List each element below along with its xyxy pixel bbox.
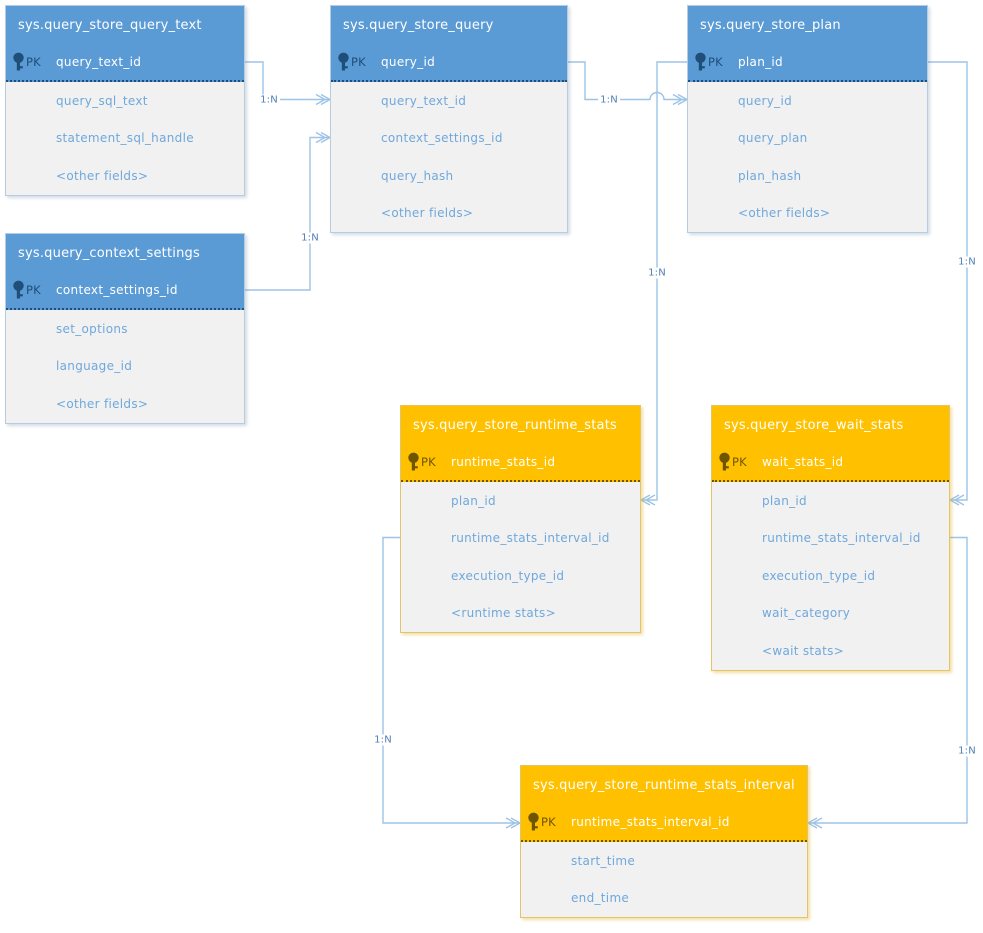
connector-line-q_p: [568, 61, 687, 101]
pk-row-context_settings: PK context_settings_id: [6, 272, 244, 310]
field-row: <runtime stats>: [451, 606, 556, 621]
pk-label: PK: [26, 55, 41, 69]
pk-label: PK: [732, 455, 747, 469]
pk-field-name: context_settings_id: [56, 283, 178, 297]
field-row: statement_sql_handle: [56, 131, 194, 146]
connector-line-qt_q: [245, 61, 330, 101]
field-row: context_settings_id: [381, 131, 503, 146]
connector-arrow-icon: [953, 494, 965, 506]
connector-line-cs_q: [245, 136, 330, 291]
pk-label: PK: [541, 815, 556, 829]
field-row: execution_type_id: [451, 568, 565, 583]
connector-line-p_rs: [641, 61, 687, 501]
table-title-context_settings: sys.query_context_settings: [6, 234, 244, 272]
field-row: <other fields>: [56, 396, 149, 411]
relationship-cardinality-label-rs_i: 1:N: [372, 734, 394, 746]
table-title-query_text: sys.query_store_query_text: [6, 6, 244, 44]
relationship-cardinality-label-p_rs: 1:N: [646, 267, 668, 279]
field-row: start_time: [571, 853, 636, 868]
table-title-runtime_stats: sys.query_store_runtime_stats: [401, 406, 640, 444]
pk-label: PK: [351, 55, 366, 69]
connector-arrow-icon: [505, 817, 517, 829]
field-row: wait_category: [762, 606, 851, 621]
primary-key-icon: PK: [527, 812, 556, 832]
field-row: query_hash: [381, 168, 454, 183]
pk-label: PK: [26, 283, 41, 297]
primary-key-icon: PK: [718, 452, 747, 472]
relationship-cardinality-label-q_p: 1:N: [598, 94, 620, 105]
field-row: plan_id: [451, 493, 496, 508]
pk-label: PK: [708, 55, 723, 69]
field-row: query_plan: [738, 131, 808, 146]
table-title-interval: sys.query_store_runtime_stats_interval: [521, 766, 807, 804]
field-row: execution_type_id: [762, 568, 876, 583]
connector-arrow-icon: [639, 494, 651, 506]
primary-key-icon: PK: [407, 452, 436, 472]
field-row: language_id: [56, 359, 133, 374]
primary-key-icon: PK: [12, 52, 41, 72]
relationship-cardinality-label-ws_i: 1:N: [956, 745, 978, 757]
table-title-plan: sys.query_store_plan: [688, 6, 927, 44]
primary-key-icon: PK: [12, 280, 41, 300]
field-row: query_sql_text: [56, 93, 148, 108]
pk-row-query: PK query_id: [331, 44, 567, 82]
pk-field-name: query_text_id: [56, 55, 142, 69]
connector-arrow-icon: [644, 494, 656, 506]
pk-row-query_text: PK query_text_id: [6, 44, 244, 82]
connector-arrow-icon: [948, 494, 960, 506]
relationship-cardinality-label-qt_q: 1:N: [258, 94, 280, 105]
pk-label: PK: [421, 455, 436, 469]
connector-arrow-icon: [315, 93, 327, 106]
field-row: end_time: [571, 891, 630, 906]
field-row: runtime_stats_interval_id: [451, 531, 610, 546]
connector-line-ws_i: [808, 536, 968, 824]
field-row: <other fields>: [56, 168, 149, 183]
field-row: set_options: [56, 321, 128, 336]
field-row: query_text_id: [381, 93, 467, 108]
pk-row-interval: PK runtime_stats_interval_id: [521, 804, 807, 842]
pk-field-name: wait_stats_id: [762, 455, 844, 469]
field-row: query_id: [738, 93, 792, 108]
pk-field-name: query_id: [381, 55, 435, 69]
connector-arrow-icon: [315, 131, 327, 144]
field-row: <other fields>: [738, 206, 831, 221]
pk-row-plan: PK plan_id: [688, 44, 927, 82]
connector-arrow-icon: [672, 93, 684, 106]
primary-key-icon: PK: [694, 52, 723, 72]
pk-row-wait_stats: PK wait_stats_id: [712, 444, 949, 482]
pk-field-name: runtime_stats_id: [451, 455, 556, 469]
field-row: plan_hash: [738, 168, 802, 183]
connector-arrow-icon: [811, 817, 823, 829]
pk-row-runtime_stats: PK runtime_stats_id: [401, 444, 640, 482]
pk-field-name: runtime_stats_interval_id: [571, 815, 730, 829]
primary-key-icon: PK: [337, 52, 366, 72]
table-title-wait_stats: sys.query_store_wait_stats: [712, 406, 949, 444]
field-row: runtime_stats_interval_id: [762, 531, 921, 546]
pk-field-name: plan_id: [738, 55, 783, 69]
relationship-cardinality-label-p_ws: 1:N: [956, 256, 978, 268]
table-title-query: sys.query_store_query: [331, 6, 567, 44]
connector-line-rs_i: [382, 536, 520, 824]
connector-line-p_ws: [928, 61, 968, 501]
field-row: <wait stats>: [762, 643, 844, 658]
relationship-cardinality-label-cs_q: 1:N: [299, 232, 321, 244]
field-row: <other fields>: [381, 206, 474, 221]
connector-arrow-icon: [806, 817, 818, 829]
field-row: plan_id: [762, 493, 807, 508]
